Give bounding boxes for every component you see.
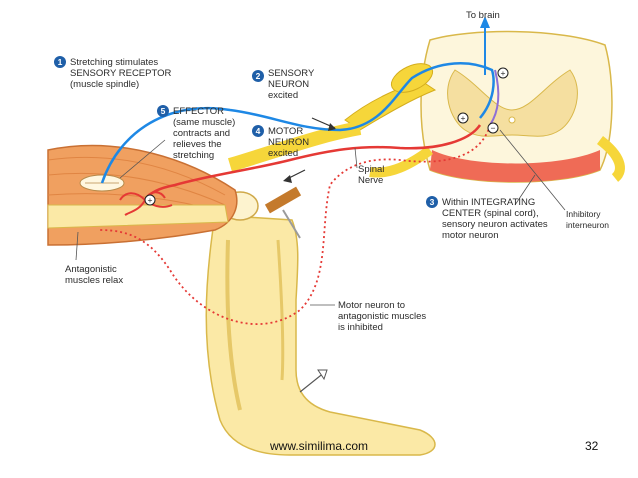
label-step-4: 4 MOTOR NEURON excited bbox=[252, 125, 309, 159]
svg-text:Inhibitory: Inhibitory bbox=[566, 209, 601, 219]
svg-text:NEURON: NEURON bbox=[268, 79, 309, 90]
label-spinal-nerve: Spinal Nerve bbox=[358, 164, 384, 186]
svg-text:muscles relax: muscles relax bbox=[65, 275, 123, 286]
excitatory-symbol-icon: + bbox=[461, 113, 466, 123]
motor-neuron-path bbox=[143, 124, 482, 201]
spinal-cord bbox=[344, 30, 625, 183]
svg-text:excited: excited bbox=[268, 90, 298, 101]
svg-text:NEURON: NEURON bbox=[268, 137, 309, 148]
svg-text:(muscle spindle): (muscle spindle) bbox=[70, 79, 139, 90]
label-motor-neuron-inhibited: Motor neuron to antagonistic muscles is … bbox=[338, 300, 426, 333]
leader-lines bbox=[75, 129, 566, 306]
svg-text:Spinal: Spinal bbox=[358, 164, 384, 175]
svg-text:is inhibited: is inhibited bbox=[338, 322, 383, 333]
svg-text:SENSORY: SENSORY bbox=[268, 68, 315, 79]
svg-text:5: 5 bbox=[161, 106, 166, 116]
svg-text:SENSORY RECEPTOR: SENSORY RECEPTOR bbox=[70, 68, 172, 79]
svg-text:4: 4 bbox=[256, 126, 261, 136]
svg-text:3: 3 bbox=[430, 197, 435, 207]
label-step-5: 5 EFFECTOR (same muscle) contracts and r… bbox=[157, 105, 235, 161]
svg-text:excited: excited bbox=[268, 148, 298, 159]
svg-text:CENTER (spinal cord),: CENTER (spinal cord), bbox=[442, 208, 539, 219]
label-step-3: 3 Within INTEGRATING CENTER (spinal cord… bbox=[426, 196, 548, 241]
inhibited-motor-pathway bbox=[99, 124, 491, 325]
svg-text:2: 2 bbox=[256, 71, 261, 81]
motor-end-plates bbox=[119, 191, 173, 216]
svg-text:MOTOR: MOTOR bbox=[268, 126, 303, 137]
label-step-1: 1 Stretching stimulates SENSORY RECEPTOR… bbox=[54, 56, 172, 90]
svg-text:Nerve: Nerve bbox=[358, 175, 383, 186]
svg-text:Motor neuron to: Motor neuron to bbox=[338, 300, 405, 311]
svg-text:Antagonistic: Antagonistic bbox=[65, 264, 117, 275]
excitatory-symbol-icon: + bbox=[148, 195, 153, 205]
svg-text:contracts and: contracts and bbox=[173, 128, 230, 139]
excitatory-symbol-icon: + bbox=[501, 68, 506, 78]
synapse-symbols: + + − + bbox=[144, 67, 509, 206]
inhibitory-interneuron-fiber bbox=[489, 69, 500, 126]
svg-text:interneuron: interneuron bbox=[566, 220, 609, 230]
svg-text:Within INTEGRATING: Within INTEGRATING bbox=[442, 197, 535, 208]
up-arrow-icon bbox=[480, 16, 490, 28]
svg-text:stretching: stretching bbox=[173, 150, 214, 161]
svg-text:relieves the: relieves the bbox=[173, 139, 222, 150]
label-step-2: 2 SENSORY NEURON excited bbox=[252, 68, 315, 101]
svg-text:(same muscle): (same muscle) bbox=[173, 117, 235, 128]
svg-text:EFFECTOR: EFFECTOR bbox=[173, 106, 224, 117]
inhibitory-symbol-icon: − bbox=[491, 123, 496, 133]
thigh-muscle bbox=[47, 144, 238, 246]
page-number: 32 bbox=[585, 439, 599, 453]
svg-text:1: 1 bbox=[58, 57, 63, 67]
label-antagonistic-muscles: Antagonistic muscles relax bbox=[65, 264, 123, 286]
spinal-nerve-trunk bbox=[227, 121, 362, 172]
footer-website: www.similima.com bbox=[269, 439, 368, 453]
label-inhibitory-interneuron: Inhibitory interneuron bbox=[566, 209, 609, 230]
sensory-neuron-path bbox=[100, 62, 495, 184]
label-to-brain: To brain bbox=[466, 10, 500, 21]
svg-text:antagonistic muscles: antagonistic muscles bbox=[338, 311, 426, 322]
svg-text:sensory neuron activates: sensory neuron activates bbox=[442, 219, 548, 230]
svg-text:motor neuron: motor neuron bbox=[442, 230, 499, 241]
svg-text:Stretching stimulates: Stretching stimulates bbox=[70, 57, 158, 68]
